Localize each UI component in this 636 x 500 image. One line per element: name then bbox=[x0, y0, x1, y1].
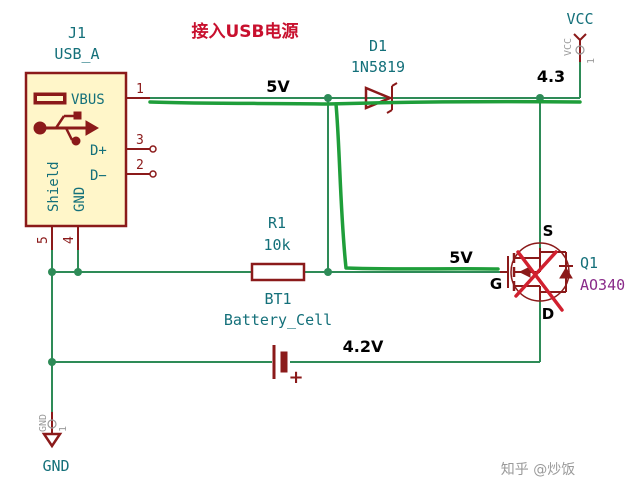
d1-ref: D1 bbox=[369, 37, 387, 55]
j1-value: USB_A bbox=[54, 45, 99, 63]
channel-arrow bbox=[518, 266, 531, 278]
pin-number: 1 bbox=[136, 82, 144, 97]
mosfet-cross-mark bbox=[514, 250, 564, 312]
current-path-highlight bbox=[148, 99, 582, 271]
schematic-title: 接入USB电源 bbox=[191, 21, 298, 42]
battery-plate-short bbox=[280, 351, 288, 373]
bt1-ref: BT1 bbox=[264, 290, 291, 308]
pin-number: 2 bbox=[136, 158, 144, 173]
highlight-vbus-path bbox=[148, 99, 582, 106]
r1-value: 10k bbox=[263, 236, 290, 254]
pin-label-dplus: D+ bbox=[90, 143, 107, 159]
junction-dot bbox=[324, 94, 332, 102]
gnd-pin-number: 1 bbox=[58, 426, 69, 432]
bt1-value: Battery_Cell bbox=[224, 311, 332, 329]
no-connect-marker bbox=[149, 145, 157, 153]
r1-ref: R1 bbox=[268, 214, 286, 232]
pin-label-gnd: GND bbox=[72, 187, 88, 212]
usb-trident-icon bbox=[33, 111, 99, 146]
pin-number: 3 bbox=[136, 133, 144, 148]
gnd-label: GND bbox=[42, 457, 69, 475]
diode-d1[interactable]: D1 1N5819 bbox=[351, 37, 405, 114]
drain-pin-label: D bbox=[542, 305, 554, 323]
gate-pin-label: G bbox=[490, 275, 502, 293]
vcc-power-symbol[interactable]: VCC VCC 1 bbox=[563, 10, 597, 64]
pin-number: 4 bbox=[62, 236, 77, 244]
usb-connector-j1[interactable]: VBUS D+ D− Shield GND 1 3 2 5 4 J1 USB_A bbox=[24, 24, 157, 250]
body-diode-triangle bbox=[559, 267, 573, 279]
vcc-pin-number: 1 bbox=[586, 58, 597, 64]
mosfet-q1[interactable]: Q1 AO340 bbox=[500, 242, 625, 302]
junction-dot bbox=[324, 268, 332, 276]
no-connect-marker bbox=[149, 170, 157, 178]
gnd-pin-circle bbox=[47, 419, 57, 429]
battery-bt1[interactable]: + BT1 Battery_Cell bbox=[224, 290, 332, 388]
pin-label-shield: Shield bbox=[46, 161, 62, 212]
wires bbox=[51, 62, 581, 412]
pin-number: 5 bbox=[36, 236, 51, 244]
vcc-pin-circle bbox=[575, 45, 585, 55]
annotation-gate-voltage: 5V bbox=[449, 248, 473, 267]
q1-value: AO340 bbox=[580, 276, 625, 294]
pin-label-vbus: VBUS bbox=[71, 92, 105, 108]
annotation-vbus-voltage: 5V bbox=[266, 77, 290, 96]
d1-value: 1N5819 bbox=[351, 58, 405, 76]
resistor-body bbox=[250, 262, 306, 282]
battery-plus-sign: + bbox=[288, 367, 303, 388]
source-pin-label: S bbox=[543, 222, 554, 240]
annotations: 接入USB电源 5V 4.3 5V 4.2V G S D bbox=[191, 21, 565, 356]
junction-dot bbox=[48, 358, 56, 366]
q1-ref: Q1 bbox=[580, 254, 598, 272]
resistor-r1[interactable]: R1 10k bbox=[250, 214, 306, 282]
gnd-triangle bbox=[41, 432, 63, 449]
highlight-gate-path bbox=[334, 102, 500, 271]
watermark: 知乎 @炒饭 bbox=[501, 461, 575, 478]
junction-dot bbox=[74, 268, 82, 276]
pin-label-dminus: D− bbox=[90, 168, 107, 184]
vcc-pin-text: VCC bbox=[563, 38, 574, 56]
mosfet-body-circle bbox=[510, 242, 570, 302]
annotation-vcc-voltage: 4.3 bbox=[537, 67, 565, 86]
gnd-pin-text: GND bbox=[38, 414, 49, 432]
junction-dot bbox=[48, 268, 56, 276]
gnd-power-symbol[interactable]: GND GND 1 bbox=[38, 412, 70, 475]
annotation-battery-voltage: 4.2V bbox=[343, 337, 384, 356]
vcc-label: VCC bbox=[566, 10, 593, 28]
j1-ref: J1 bbox=[68, 24, 86, 42]
